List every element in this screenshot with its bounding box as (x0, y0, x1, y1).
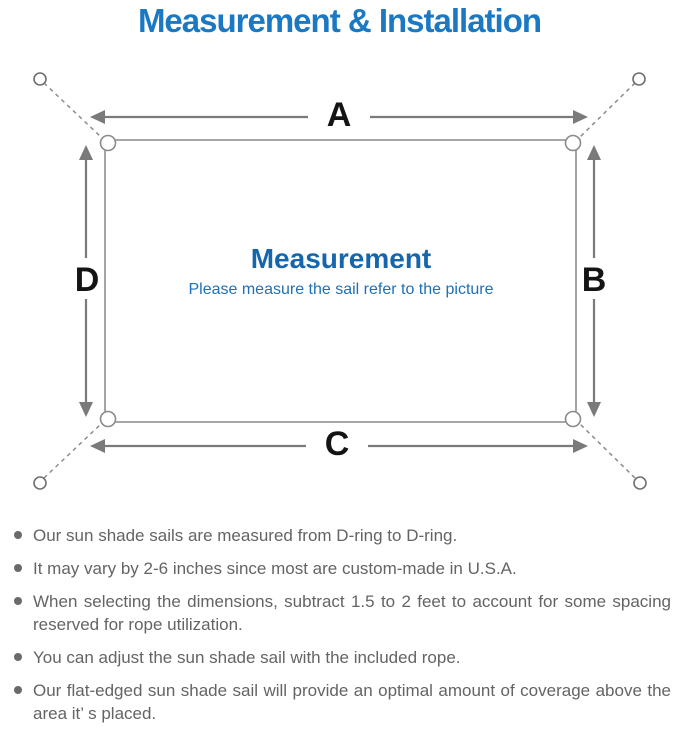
dimension-label-b: B (582, 261, 607, 299)
arrowhead-left-icon (90, 110, 105, 124)
anchor-rings (33, 72, 647, 490)
arrowhead-left-icon (90, 439, 105, 453)
list-item: Our sun shade sails are measured from D-… (12, 524, 671, 547)
bullet-icon (14, 564, 22, 572)
arrowhead-up-icon (79, 145, 93, 160)
anchor-ring-icon (632, 72, 646, 86)
note-text: Our sun shade sails are measured from D-… (33, 526, 458, 545)
rope-top-right (579, 82, 636, 138)
diagram-center-subtitle: Please measure the sail refer to the pic… (188, 281, 493, 298)
anchor-ring-icon (33, 476, 47, 490)
d-ring-icon (564, 410, 582, 428)
arrowhead-right-icon (573, 439, 588, 453)
rope-bottom-left (43, 423, 102, 479)
list-item: You can adjust the sun shade sail with t… (12, 646, 671, 669)
dimension-label-c: C (325, 425, 350, 463)
sail-measurement-diagram: A B C D Measurement Please measure the s… (33, 72, 647, 490)
d-ring-icon (564, 134, 582, 152)
arrowhead-down-icon (587, 402, 601, 417)
rope-top-left (43, 82, 102, 138)
bullet-icon (14, 531, 22, 539)
rope-dashed-lines (43, 82, 636, 479)
arrowhead-up-icon (587, 145, 601, 160)
page-title: Measurement & Installation (137, 2, 542, 39)
rope-bottom-right (579, 423, 636, 479)
notes-list: Our sun shade sails are measured from D-… (12, 524, 671, 735)
note-text: It may vary by 2-6 inches since most are… (33, 559, 517, 578)
dimension-label-d: D (75, 261, 100, 299)
sail-rectangle (104, 139, 577, 423)
arrowhead-right-icon (573, 110, 588, 124)
list-item: When selecting the dimensions, subtract … (12, 590, 671, 636)
d-ring-icon (99, 134, 117, 152)
sail-corner-d-rings (99, 134, 582, 428)
anchor-ring-icon (633, 476, 647, 490)
note-text: You can adjust the sun shade sail with t… (33, 648, 461, 667)
list-item: It may vary by 2-6 inches since most are… (12, 557, 671, 580)
list-item: Our flat-edged sun shade sail will provi… (12, 679, 671, 725)
note-text: Our flat-edged sun shade sail will provi… (33, 681, 671, 723)
d-ring-icon (99, 410, 117, 428)
arrowhead-down-icon (79, 402, 93, 417)
bullet-icon (14, 653, 22, 661)
diagram-center-title: Measurement (251, 243, 432, 274)
bullet-icon (14, 686, 22, 694)
note-text: When selecting the dimensions, subtract … (33, 592, 671, 634)
bullet-icon (14, 597, 22, 605)
dimension-label-a: A (327, 96, 352, 134)
anchor-ring-icon (33, 72, 47, 86)
